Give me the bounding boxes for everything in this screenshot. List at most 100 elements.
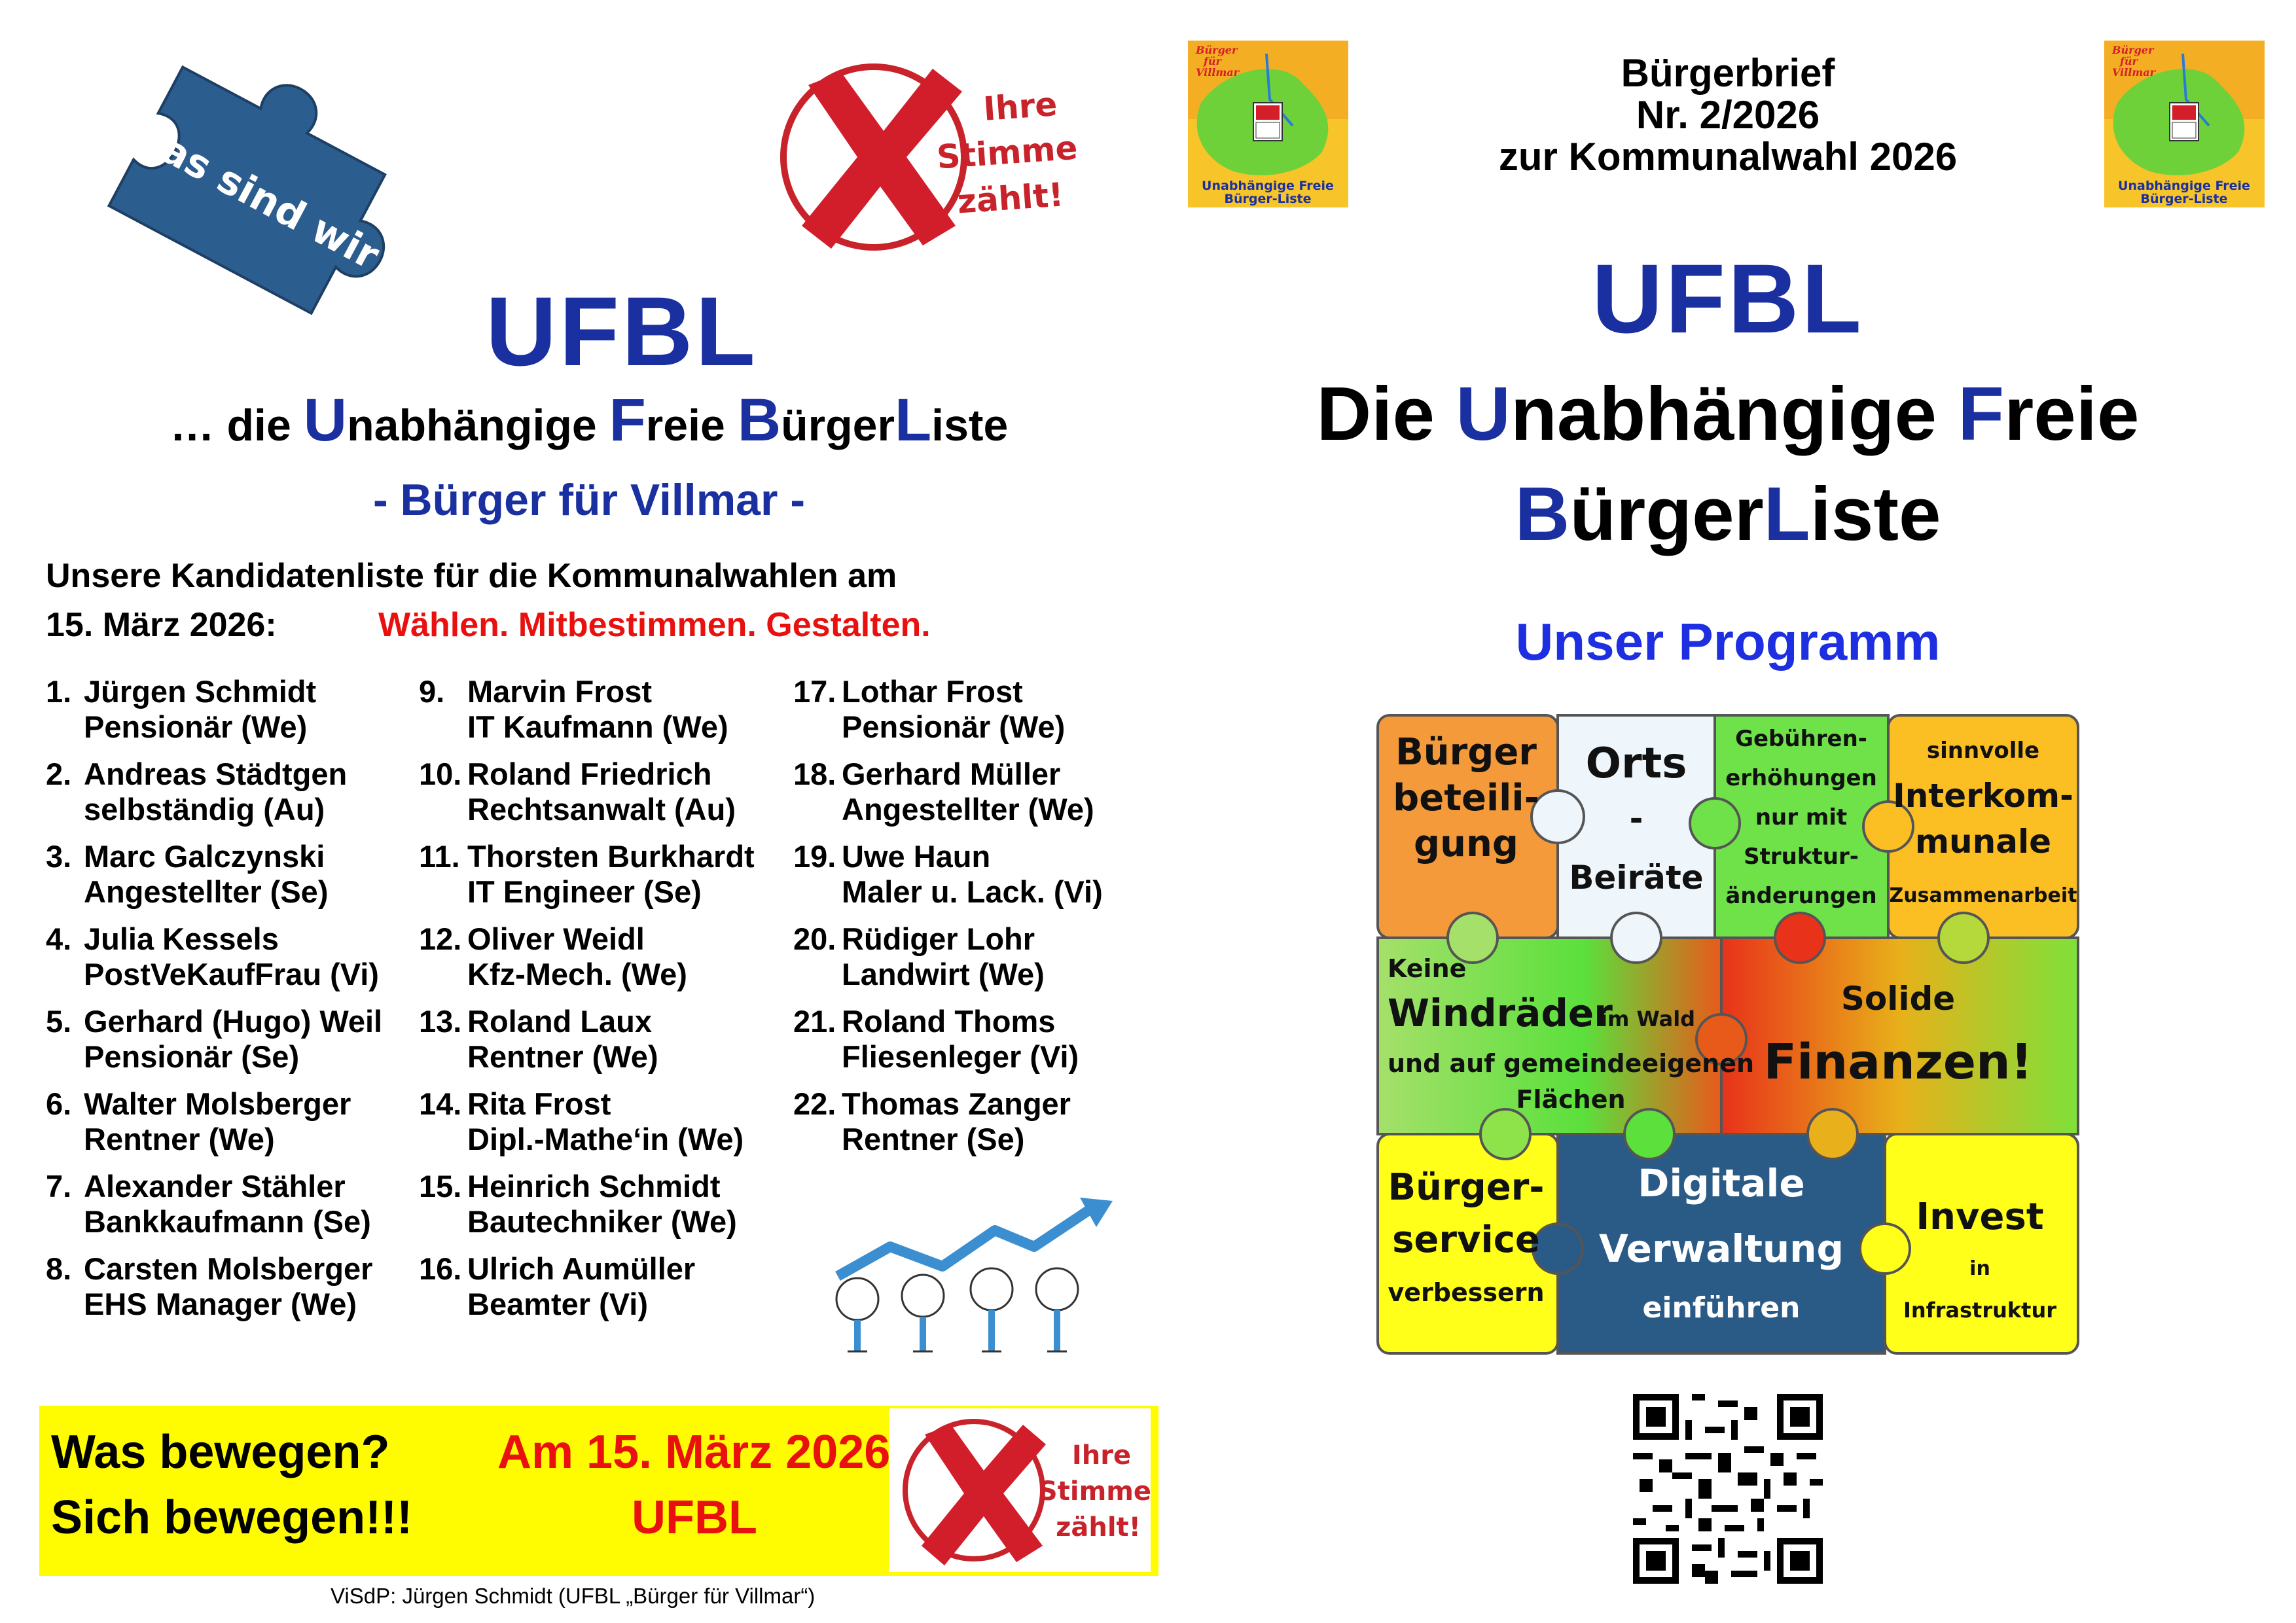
buergerbrief-number: Nr. 2/2026: [1636, 93, 1820, 137]
candidate-number: 12.: [419, 921, 462, 956]
buergerbrief-header: Bürgerbrief Nr. 2/2026 zur Kommunalwahl …: [1440, 52, 2016, 178]
election-date-footer: Am 15. März 2026: [497, 1426, 891, 1478]
ufbl-title-left: UFBL: [486, 276, 758, 386]
buerger-fuer-villmar: - Bürger für Villmar -: [373, 475, 805, 525]
candidate-name: Roland Laux: [467, 1004, 653, 1039]
candidate-occupation: Bautechniker (We): [467, 1204, 737, 1239]
program-puzzle: Bürger beteili- gung Orts - Beiräte Gebü…: [1376, 714, 2079, 1355]
puzzle-p3-l5: änderungen: [1725, 883, 1876, 909]
election-date: 15. März 2026:: [46, 606, 277, 644]
candidate-name: Thomas Zanger: [842, 1086, 1071, 1121]
puzzle-p5-c: im Wald: [1600, 1007, 1695, 1031]
puzzle-p4-l4: Zusammenarbeit: [1890, 884, 2077, 907]
puzzle-p4-l3: munale: [1915, 823, 2051, 861]
candidate-number: 18.: [793, 757, 836, 791]
candidate-name: Marvin Frost: [467, 674, 653, 709]
puzzle-p2-l3: Beiräte: [1569, 859, 1703, 897]
puzzle-p4-l1: sinnvolle: [1927, 738, 2039, 764]
candidate-occupation: Rentner (We): [467, 1039, 658, 1074]
puzzle-p3-l4: Struktur-: [1744, 844, 1859, 870]
candidate-occupation: PostVeKaufFrau (Vi): [84, 957, 379, 991]
candidate-occupation: Fliesenleger (Vi): [842, 1039, 1079, 1074]
party-title-line1: Die Unabhängige Freie: [1316, 371, 2140, 456]
puzzle-p8-l3: einführen: [1643, 1291, 1801, 1325]
candidate-occupation: IT Engineer (Se): [467, 874, 702, 909]
candidate-occupation: Dipl.-Mathe‘in (We): [467, 1122, 744, 1156]
candidate-name: Lothar Frost: [842, 674, 1023, 709]
candidate-occupation: Bankkaufmann (Se): [84, 1204, 371, 1239]
stimme-small-line2: Stimme: [1039, 1476, 1151, 1507]
was-bewegen: Was bewegen?: [51, 1426, 390, 1478]
candidate-name: Andreas Städtgen: [84, 757, 348, 791]
imprint-visdp: ViSdP: Jürgen Schmidt (UFBL „Bürger für …: [331, 1584, 816, 1608]
puzzle-p6-l2: Finanzen!: [1764, 1034, 2033, 1090]
puzzle-p9-l1: Invest: [1916, 1196, 2043, 1238]
candidate-occupation: IT Kaufmann (We): [467, 709, 728, 744]
candidate-name: Ulrich Aumüller: [467, 1251, 696, 1286]
logo-a-bottom2: Bürger-Liste: [1224, 192, 1311, 206]
candidate-number: 8.: [46, 1251, 72, 1286]
stimme-line1: Ihre: [982, 85, 1059, 128]
candidate-number: 5.: [46, 1004, 72, 1039]
candidate-number: 16.: [419, 1251, 462, 1286]
stimme-line2: Stimme: [935, 129, 1077, 177]
candidate-number: 2.: [46, 757, 72, 791]
puzzle-p3-l3: nur mit: [1755, 804, 1847, 830]
candidate-name: Alexander Stähler: [84, 1169, 346, 1204]
logo-b-bottom2: Bürger-Liste: [2140, 192, 2227, 206]
candidate-name: Heinrich Schmidt: [467, 1169, 721, 1204]
puzzle-p5-b: Windräder: [1388, 991, 1613, 1035]
puzzle-p7-l1: Bürger-: [1388, 1166, 1544, 1209]
candidate-number: 22.: [793, 1086, 836, 1121]
candidate-occupation: Rechtsanwalt (Au): [467, 792, 736, 827]
candidate-occupation: Pensionär (We): [84, 709, 308, 744]
puzzle-p3-l1: Gebühren-: [1735, 726, 1867, 752]
puzzle-p5-e: Flächen: [1516, 1085, 1625, 1114]
candidate-number: 11.: [419, 839, 460, 874]
puzzle-p1-l3: gung: [1414, 823, 1518, 865]
candidate-occupation: Kfz-Mech. (We): [467, 957, 687, 991]
candidate-name: Roland Thoms: [842, 1004, 1056, 1039]
candidate-number: 1.: [46, 674, 72, 709]
candidate-occupation: Rentner (We): [84, 1122, 275, 1156]
puzzle-p1-l1: Bürger: [1395, 731, 1537, 774]
buerger-fuer-villmar-logo-right: Bürger für Villmar Unabhängige Freie Bür…: [2104, 41, 2265, 207]
candidate-name: Jürgen Schmidt: [84, 674, 317, 709]
puzzle-p4-l2: Interkom-: [1893, 777, 2073, 815]
puzzle-p5-d: und auf gemeindeeigenen: [1388, 1049, 1754, 1078]
candidate-name: Uwe Haun: [842, 839, 991, 874]
candidate-occupation: Rentner (Se): [842, 1122, 1025, 1156]
candidate-name: Roland Friedrich: [467, 757, 712, 791]
candidate-occupation: selbständig (Au): [84, 792, 325, 827]
stimme-small-line1: Ihre: [1072, 1440, 1131, 1471]
candidate-number: 4.: [46, 921, 72, 956]
qr-code[interactable]: [1633, 1394, 1823, 1584]
puzzle-p6-l1: Solide: [1841, 980, 1955, 1018]
logo-a-top1: Bürger: [1195, 44, 1238, 56]
candidate-occupation: Maler u. Lack. (Vi): [842, 874, 1103, 909]
candidate-number: 15.: [419, 1169, 462, 1204]
party-title-line2: BürgerListe: [1515, 471, 1941, 556]
candidate-occupation: Angestellter (Se): [84, 874, 329, 909]
candidate-name: Rita Frost: [467, 1086, 611, 1121]
logo-a-top2: für: [1203, 55, 1223, 67]
candidate-name: Rüdiger Lohr: [842, 921, 1035, 956]
buergerbrief-title: Bürgerbrief: [1621, 51, 1835, 95]
buerger-fuer-villmar-logo: Bürger für Villmar Unabhängige Freie Bür…: [1188, 41, 1348, 207]
candidate-number: 14.: [419, 1086, 462, 1121]
sich-bewegen: Sich bewegen!!!: [51, 1491, 413, 1544]
das-sind-wir-puzzle-badge: Das sind wir: [107, 65, 387, 315]
puzzle-p7-l3: verbessern: [1388, 1278, 1544, 1307]
logo-b-top1: Bürger: [2111, 44, 2155, 56]
